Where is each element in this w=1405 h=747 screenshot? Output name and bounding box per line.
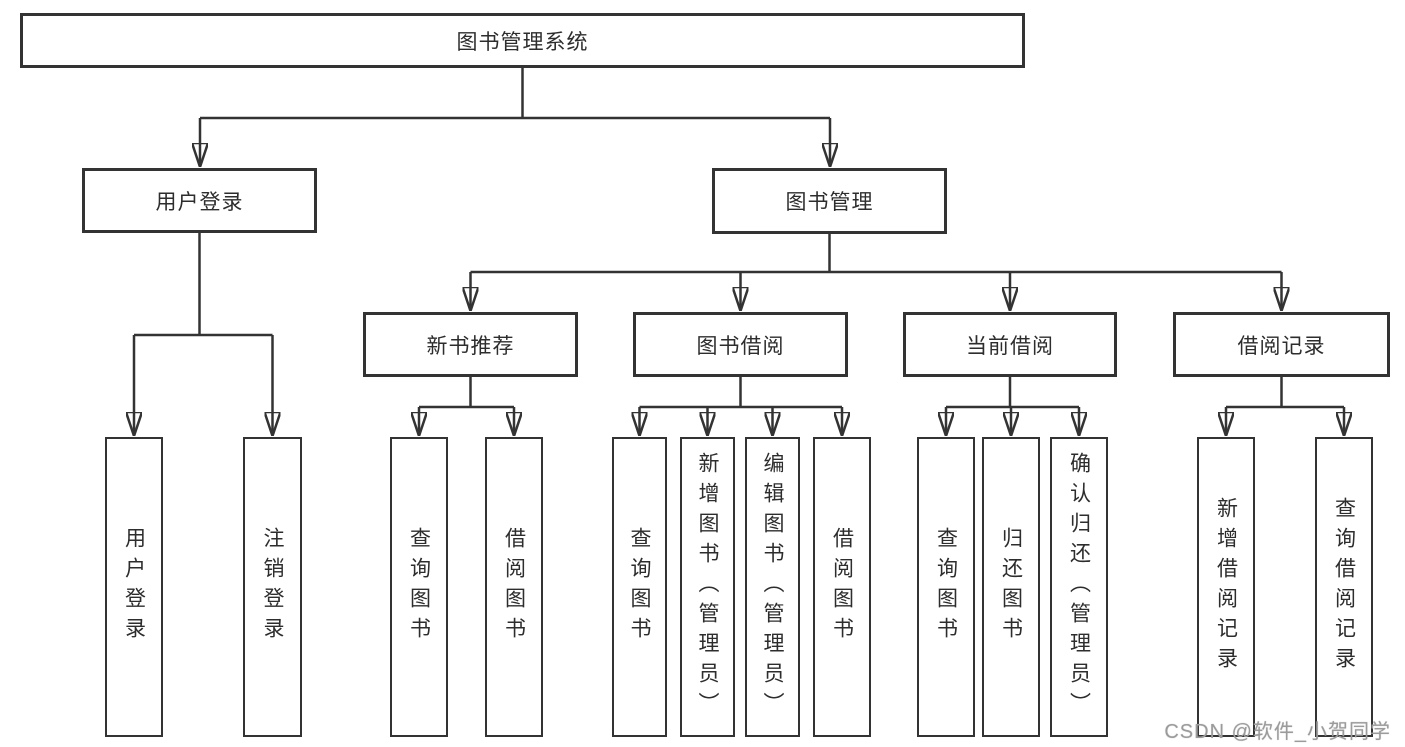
connector-borrowrecord-to-leaves — [1226, 377, 1344, 435]
leaf-user-login-label: 用户登录 — [122, 527, 146, 647]
node-book-borrow-label: 图书借阅 — [696, 334, 785, 358]
leaf-add-borrow-record-label: 新增借阅记录 — [1214, 497, 1238, 677]
leaf-logout-label: 注销登录 — [261, 527, 284, 647]
leaf-query-book-2: 查询图书 — [612, 437, 667, 737]
csdn-watermark: CSDN @软件_小贺同学 — [1164, 721, 1391, 743]
connector-root-to-level2 — [200, 68, 830, 166]
leaf-logout: 注销登录 — [243, 437, 302, 737]
leaf-borrow-book-2-label: 借阅图书 — [830, 527, 854, 647]
node-current-borrow: 当前借阅 — [903, 312, 1117, 377]
connector-currentborrow-to-leaves — [946, 377, 1079, 435]
node-root-system: 图书管理系统 — [20, 13, 1025, 68]
node-user-login-label: 用户登录 — [155, 190, 244, 214]
leaf-add-borrow-record: 新增借阅记录 — [1197, 437, 1255, 737]
leaf-return-book: 归还图书 — [982, 437, 1040, 737]
node-new-book-recommend-label: 新书推荐 — [426, 334, 515, 358]
leaf-edit-book-admin: 编辑图书（管理员） — [745, 437, 800, 737]
node-current-borrow-label: 当前借阅 — [966, 334, 1054, 358]
leaf-confirm-return-admin-label: 确认归还（管理员） — [1067, 452, 1091, 722]
leaf-confirm-return-admin: 确认归还（管理员） — [1050, 437, 1108, 737]
leaf-query-book-1-label: 查询图书 — [407, 527, 431, 647]
leaf-query-borrow-record: 查询借阅记录 — [1315, 437, 1373, 737]
node-book-management-label: 图书管理 — [785, 191, 874, 214]
node-borrow-record-label: 借阅记录 — [1237, 334, 1326, 358]
leaf-query-book-3: 查询图书 — [917, 437, 975, 737]
leaf-edit-book-admin-label: 编辑图书（管理员） — [761, 452, 784, 722]
leaf-borrow-book-1-label: 借阅图书 — [502, 527, 526, 647]
connector-newbookrec-to-leaves — [419, 377, 514, 435]
leaf-query-book-1: 查询图书 — [390, 437, 448, 737]
node-user-login: 用户登录 — [82, 168, 317, 233]
node-book-borrow: 图书借阅 — [633, 312, 848, 377]
leaf-return-book-label: 归还图书 — [999, 527, 1023, 647]
leaf-user-login: 用户登录 — [105, 437, 163, 737]
leaf-borrow-book-2: 借阅图书 — [813, 437, 871, 737]
node-borrow-record: 借阅记录 — [1173, 312, 1390, 377]
leaf-query-book-3-label: 查询图书 — [934, 527, 958, 647]
connector-bookmgmt-to-level3 — [471, 234, 1282, 310]
leaf-query-borrow-record-label: 查询借阅记录 — [1332, 497, 1356, 677]
leaf-add-book-admin: 新增图书（管理员） — [680, 437, 735, 737]
leaf-borrow-book-1: 借阅图书 — [485, 437, 543, 737]
node-root-label: 图书管理系统 — [456, 30, 589, 54]
connector-userlogin-to-leaves — [134, 233, 273, 435]
leaf-query-book-2-label: 查询图书 — [628, 527, 651, 647]
node-new-book-recommend: 新书推荐 — [363, 312, 578, 377]
leaf-add-book-admin-label: 新增图书（管理员） — [696, 452, 719, 722]
node-book-management: 图书管理 — [712, 168, 947, 234]
connector-bookborrow-to-leaves — [640, 377, 843, 435]
